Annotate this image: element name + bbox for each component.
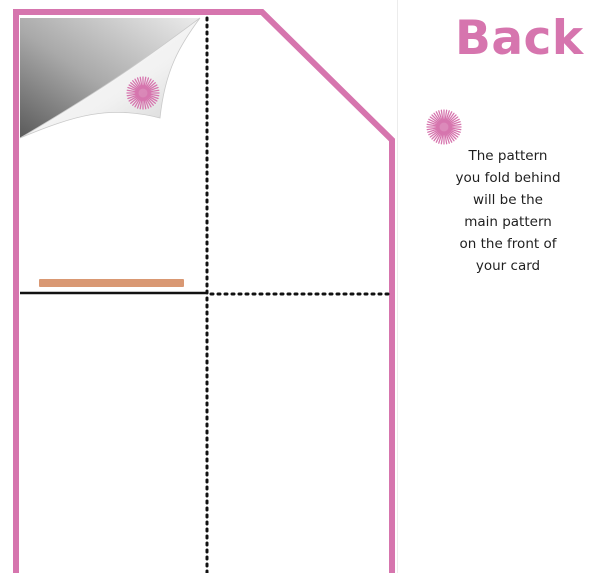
starburst-icon <box>126 76 160 110</box>
slot-strip <box>39 279 184 287</box>
panel-divider <box>397 0 398 573</box>
instruction-note: The pattern you fold behind will be the … <box>455 148 561 274</box>
peeled-corner-flap <box>19 17 201 139</box>
peeled-corner-shadow <box>20 18 200 138</box>
page-title: Back <box>455 11 584 66</box>
card-outline <box>13 9 395 573</box>
pink-starburst-icon <box>426 109 462 145</box>
